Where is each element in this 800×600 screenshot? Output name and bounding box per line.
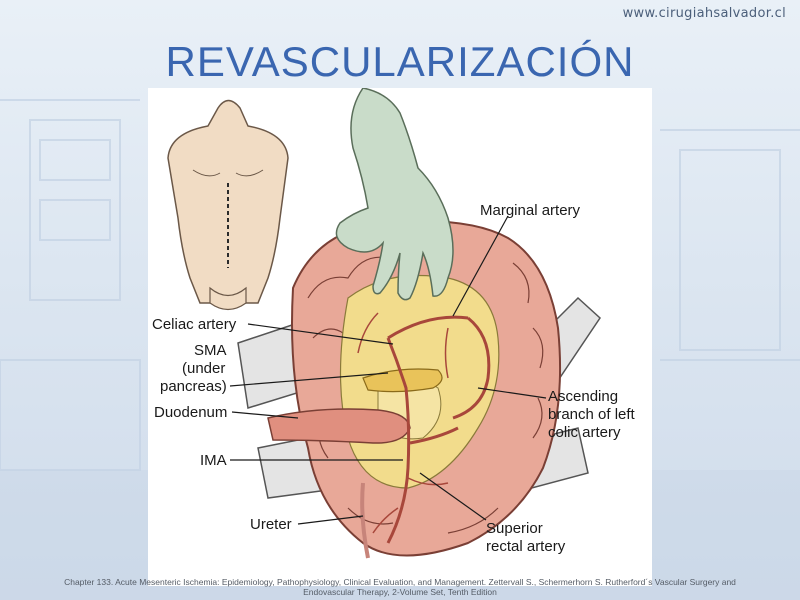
label-ureter: Ureter <box>250 516 292 533</box>
leader-lines <box>229 215 547 525</box>
label-celiac-artery: Celiac artery <box>152 316 237 333</box>
label-sma-line1: SMA <box>194 342 227 359</box>
label-ascending-line2: branch of left <box>548 406 635 423</box>
label-superior-line1: Superior <box>486 520 543 537</box>
label-ascending-line3: colic artery <box>548 424 621 441</box>
label-ascending-line1: Ascending <box>548 388 619 405</box>
figure-citation: Chapter 133. Acute Mesenteric Ischemia: … <box>20 577 780 597</box>
label-superior-line2: rectal artery <box>486 538 566 555</box>
citation-line1: Chapter 133. Acute Mesenteric Ischemia: … <box>64 577 736 587</box>
label-duodenum: Duodenum <box>154 404 228 421</box>
abdominal-cavity <box>267 220 562 559</box>
label-sma-line2: (under <box>182 360 226 377</box>
citation-line2: Endovascular Therapy, 2-Volume Set, Tent… <box>303 587 497 597</box>
label-marginal-artery: Marginal artery <box>480 202 581 219</box>
illustration-drawing <box>167 88 601 559</box>
gloved-hand <box>335 88 454 301</box>
surgical-illustration: Marginal artery Celiac artery SMA (under… <box>148 88 652 586</box>
site-url: www.cirugiahsalvador.cl <box>622 6 786 21</box>
torso-figure <box>167 99 289 311</box>
slide-title: REVASCULARIZACIÓN <box>165 38 635 85</box>
label-sma-line3: pancreas) <box>160 378 227 395</box>
label-ima: IMA <box>200 452 227 469</box>
